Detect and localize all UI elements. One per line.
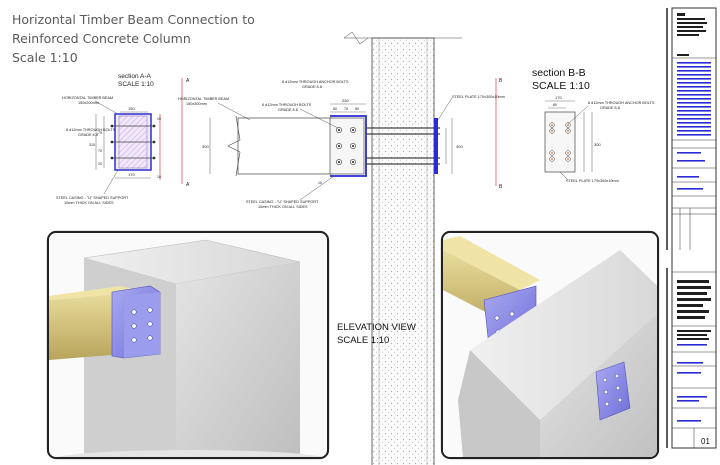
elevation-beam-size: 150x300mm [186,102,207,106]
section-a-dim-10a: 10 [157,117,161,121]
elevation-plate-label: STEEL PLATE 170x300x10mm [452,95,505,99]
section-a-bolts-label: 6 d12mm THROUGH BOLTS [66,128,116,132]
section-a-scale: SCALE 1:10 [118,81,154,88]
section-a-dim-150: 150 [128,106,135,111]
section-a-beam-size: 150x200mm [78,101,99,105]
cut-mark-a-top: A [186,78,190,84]
section-b-anchor-grade: GRADE 8.8 [600,106,620,110]
elevation-dim-300-right: 300 [456,144,463,149]
cut-mark-b-top: B [499,78,503,84]
section-a-a: section A-A SCALE 1:10 HORIZONTAL TIMBER… [56,73,161,205]
section-b-dim-300: 300 [594,142,601,147]
elevation-dim-300-left: 300 [202,144,209,149]
elevation-bolts-label: 6 d12mm THROUGH BOLTS [262,103,312,107]
section-b-b: section B-B SCALE 1:10 170 80 300 8 d12m… [532,67,655,183]
section-a-dim-20: 20 [98,162,102,166]
elevation-dim-80a: 80 [333,107,337,111]
elevation-beam-label: HORIZONTAL TIMBER BEAM [178,97,229,101]
elevation-steel-casing [329,117,365,175]
section-b-dim-170: 170 [555,95,562,100]
cut-mark-b-bottom: B [499,184,503,190]
elevation-casing-thickness: 10mm THICK ON ALL SIDES [258,205,308,209]
section-b-scale: SCALE 1:10 [532,80,590,92]
section-a-dim-170: 170 [128,172,135,177]
cut-mark-a-bottom: A [186,182,190,188]
elevation-anchor-grade: GRADE 8.8 [302,85,322,89]
drawing-title-scale: Scale 1:10 [12,50,78,65]
render-right [440,230,660,460]
elevation-dim-10: 10 [318,181,322,185]
elevation-bolts-grade: GRADE 8.8 [278,108,298,112]
section-b-dim-80: 80 [553,103,557,107]
section-a-dim-310: 310 [89,143,95,147]
elevation-dim-230: 230 [342,98,349,103]
section-a-casing-label: STEEL CASING - "U" SHAPED SUPPORT [56,196,129,200]
elevation-dim-70: 70 [344,107,348,111]
elevation-casing-label: STEEL CASING - "U" SHAPED SUPPORT [246,200,319,204]
elevation-timber-beam [237,117,333,175]
elevation-steel-plate [434,118,438,174]
elevation-anchor-label: 8 d12mm THROUGH ANCHOR BOLTS [282,80,349,84]
concrete-column [371,37,435,465]
section-a-dim-10b: 10 [157,175,161,179]
drawing-title-line1: Horizontal Timber Beam Connection to [12,12,255,27]
render-left [46,230,330,460]
section-a-casing-thickness: 10mm THICK ON ALL SIDES [64,201,114,205]
elevation-dim-80b: 80 [355,107,359,111]
section-b-plate-label: STEEL PLATE 170x300x10mm [566,179,619,183]
sheet-number: 01 [701,437,710,446]
elevation-scale: SCALE 1:10 [337,335,389,346]
section-a-heading: section A-A [118,73,152,80]
elevation-heading: ELEVATION VIEW [337,322,416,333]
section-a-beam-label: HORIZONTAL TIMBER BEAM [62,96,113,100]
drawing-title-line2: Reinforced Concrete Column [12,31,191,46]
section-b-anchor-label: 8 d12mm THROUGH ANCHOR BOLTS [588,101,655,105]
section-b-steel-plate [544,111,576,173]
section-a-dim-70a: 70 [98,131,102,135]
elevation-view: A A B B [178,31,505,465]
title-block: 01 [666,7,717,449]
section-b-heading: section B-B [532,67,586,79]
section-a-bolts-grade: GRADE 8.8 [78,133,98,137]
section-a-dim-70b: 70 [98,149,102,153]
